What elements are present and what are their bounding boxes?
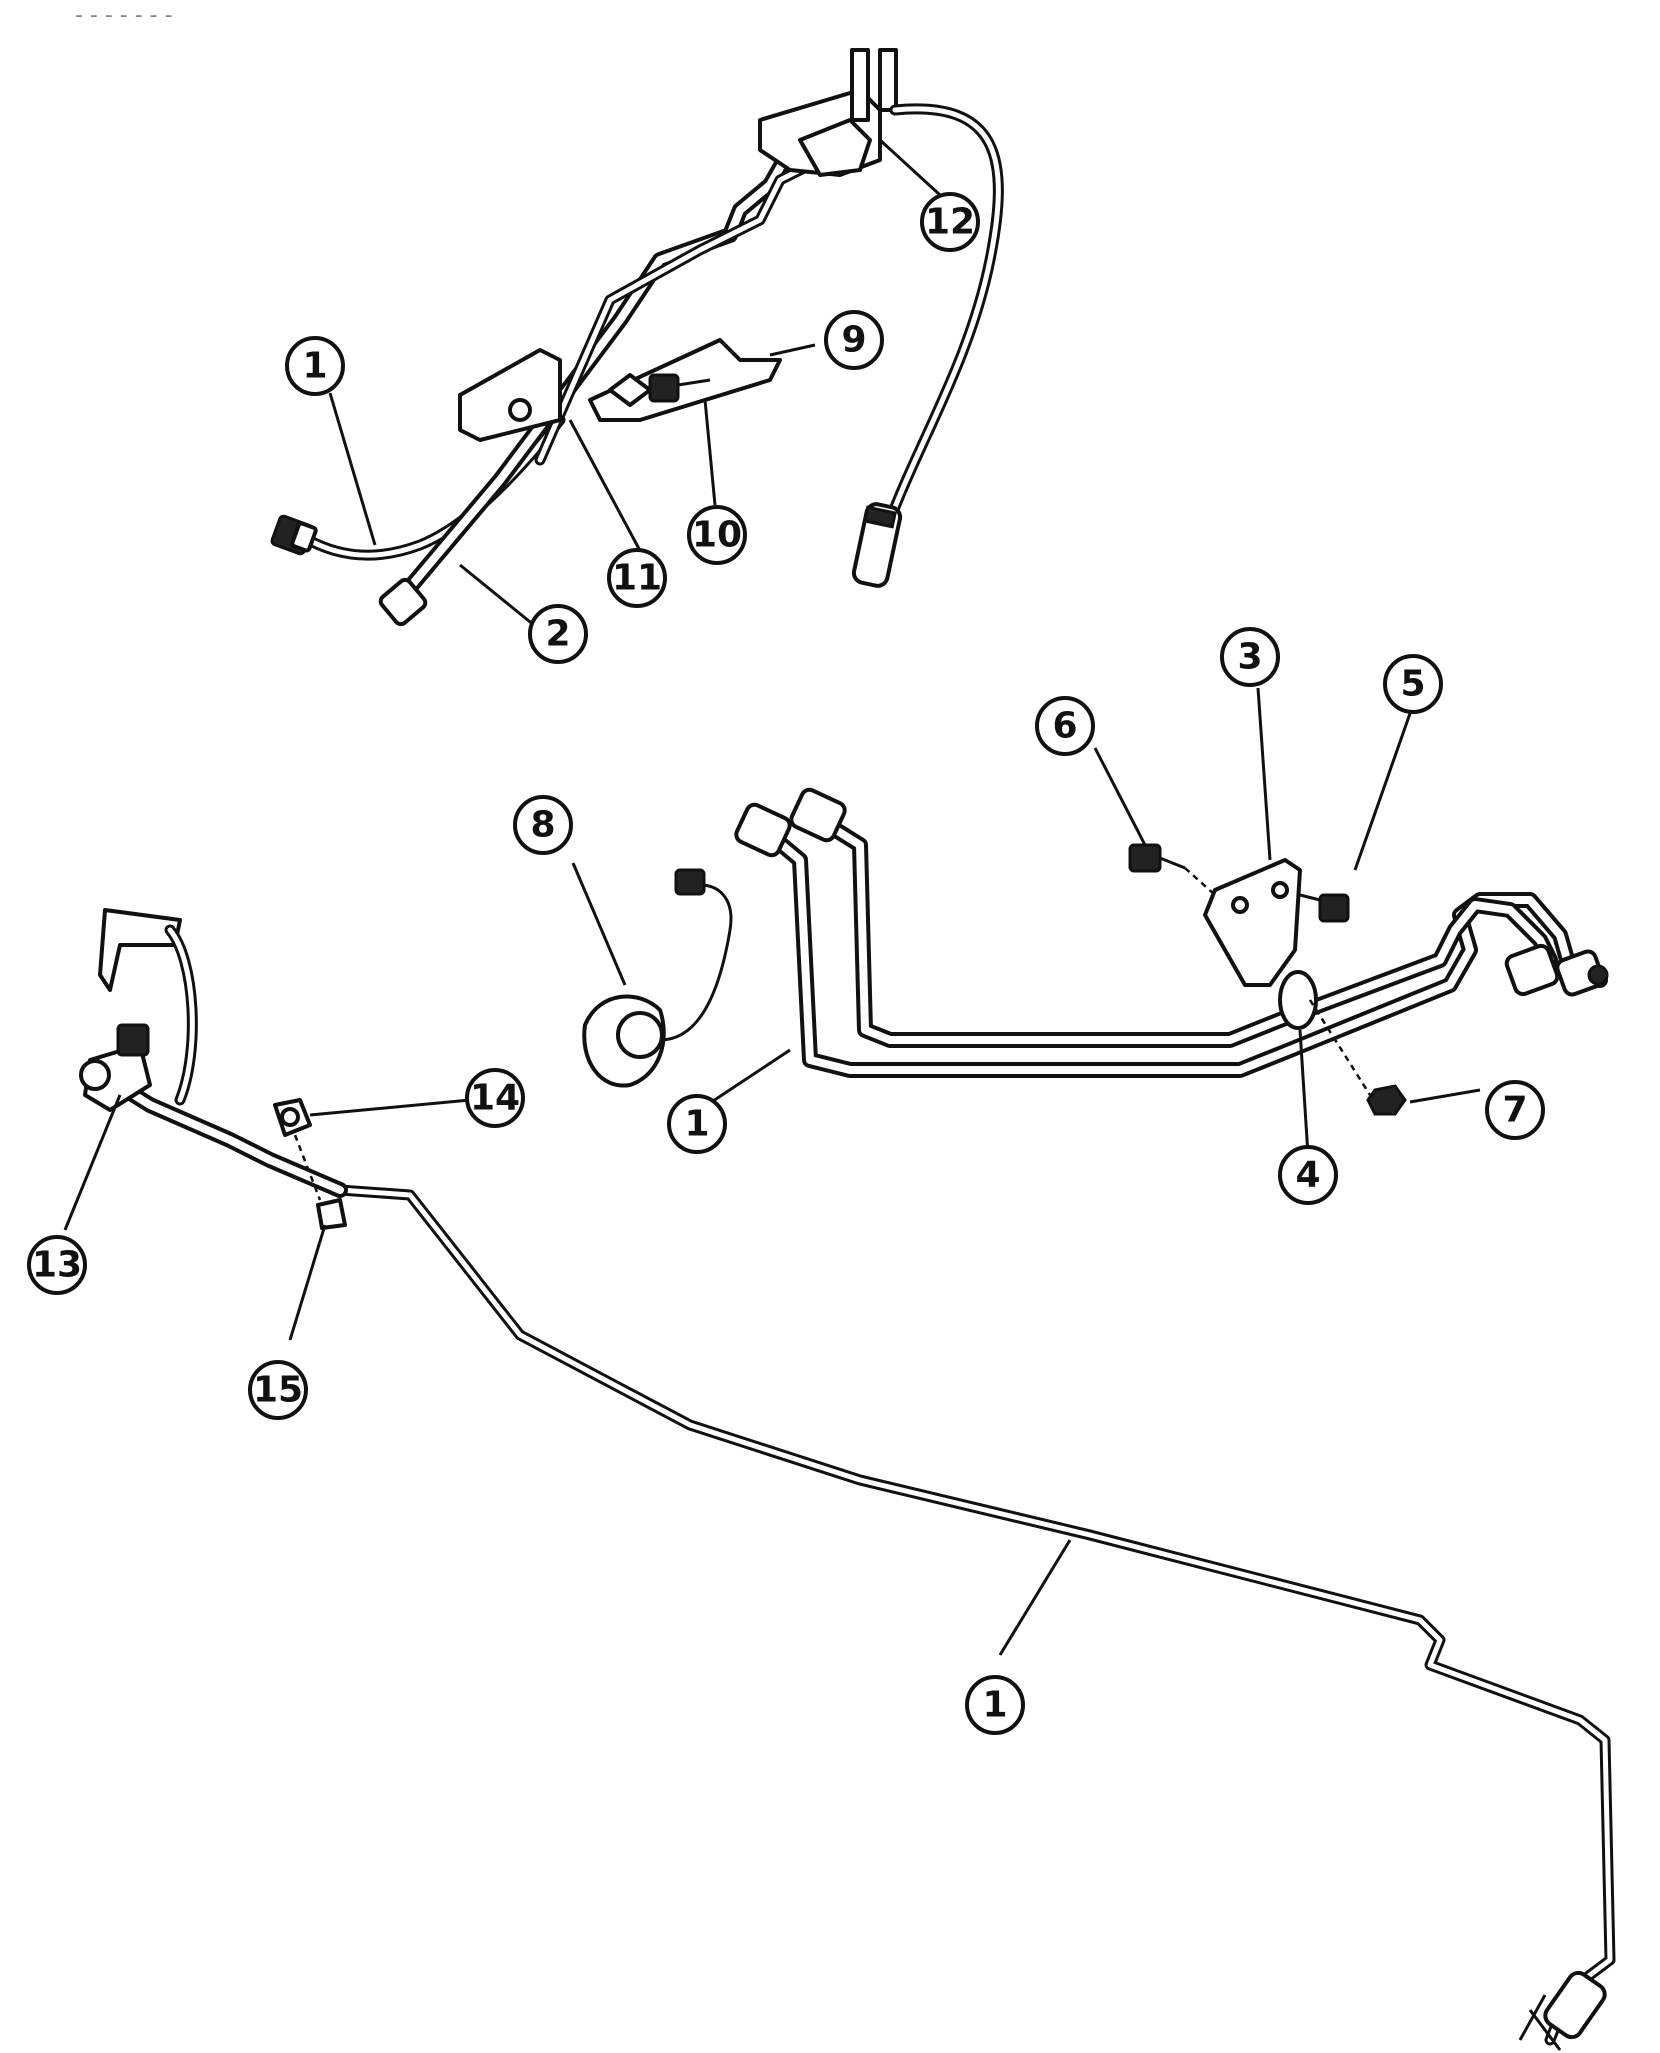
callout-label: 14 xyxy=(470,1078,520,1119)
callout-label: 13 xyxy=(32,1245,82,1286)
callout-1-upper: 1 xyxy=(285,336,345,396)
callout-label: 5 xyxy=(1400,664,1425,705)
callout-label: 6 xyxy=(1052,706,1077,747)
upper-tube-assembly xyxy=(270,48,1004,627)
callout-label: 12 xyxy=(925,202,975,243)
callout-label: 7 xyxy=(1502,1090,1527,1131)
callout-label: 1 xyxy=(982,1685,1007,1726)
callout-8: 8 xyxy=(513,795,573,855)
callout-label: 1 xyxy=(302,346,327,387)
callout-9: 9 xyxy=(824,310,884,370)
header-fragment: - - - - - - - xyxy=(75,3,173,28)
callout-1-lower: 1 xyxy=(965,1675,1025,1735)
callout-label: 8 xyxy=(530,805,555,846)
callout-10: 10 xyxy=(687,505,747,565)
callout-2: 2 xyxy=(528,604,588,664)
callout-14: 14 xyxy=(465,1068,525,1128)
callout-label: 11 xyxy=(612,558,662,599)
callout-label: 15 xyxy=(253,1370,303,1411)
callout-label: 1 xyxy=(684,1104,709,1145)
callout-4: 4 xyxy=(1278,1145,1338,1205)
callout-12: 12 xyxy=(920,192,980,252)
sensor-assembly xyxy=(582,868,733,1088)
callout-label: 2 xyxy=(545,614,570,655)
lower-tube-assembly xyxy=(79,908,1616,2051)
leader-lines xyxy=(63,138,1481,1656)
callout-15: 15 xyxy=(248,1360,308,1420)
callout-label: 4 xyxy=(1295,1155,1320,1196)
callout-11: 11 xyxy=(607,548,667,608)
callout-label: 9 xyxy=(841,320,866,361)
callout-1-middle: 1 xyxy=(667,1094,727,1154)
middle-tube-assembly xyxy=(734,787,1609,1116)
callout-7: 7 xyxy=(1485,1080,1545,1140)
callout-5: 5 xyxy=(1383,654,1443,714)
callout-label: 10 xyxy=(692,515,742,556)
callout-3: 3 xyxy=(1220,627,1280,687)
callout-label: 3 xyxy=(1237,637,1262,678)
callout-13: 13 xyxy=(27,1235,87,1295)
callout-6: 6 xyxy=(1035,696,1095,756)
